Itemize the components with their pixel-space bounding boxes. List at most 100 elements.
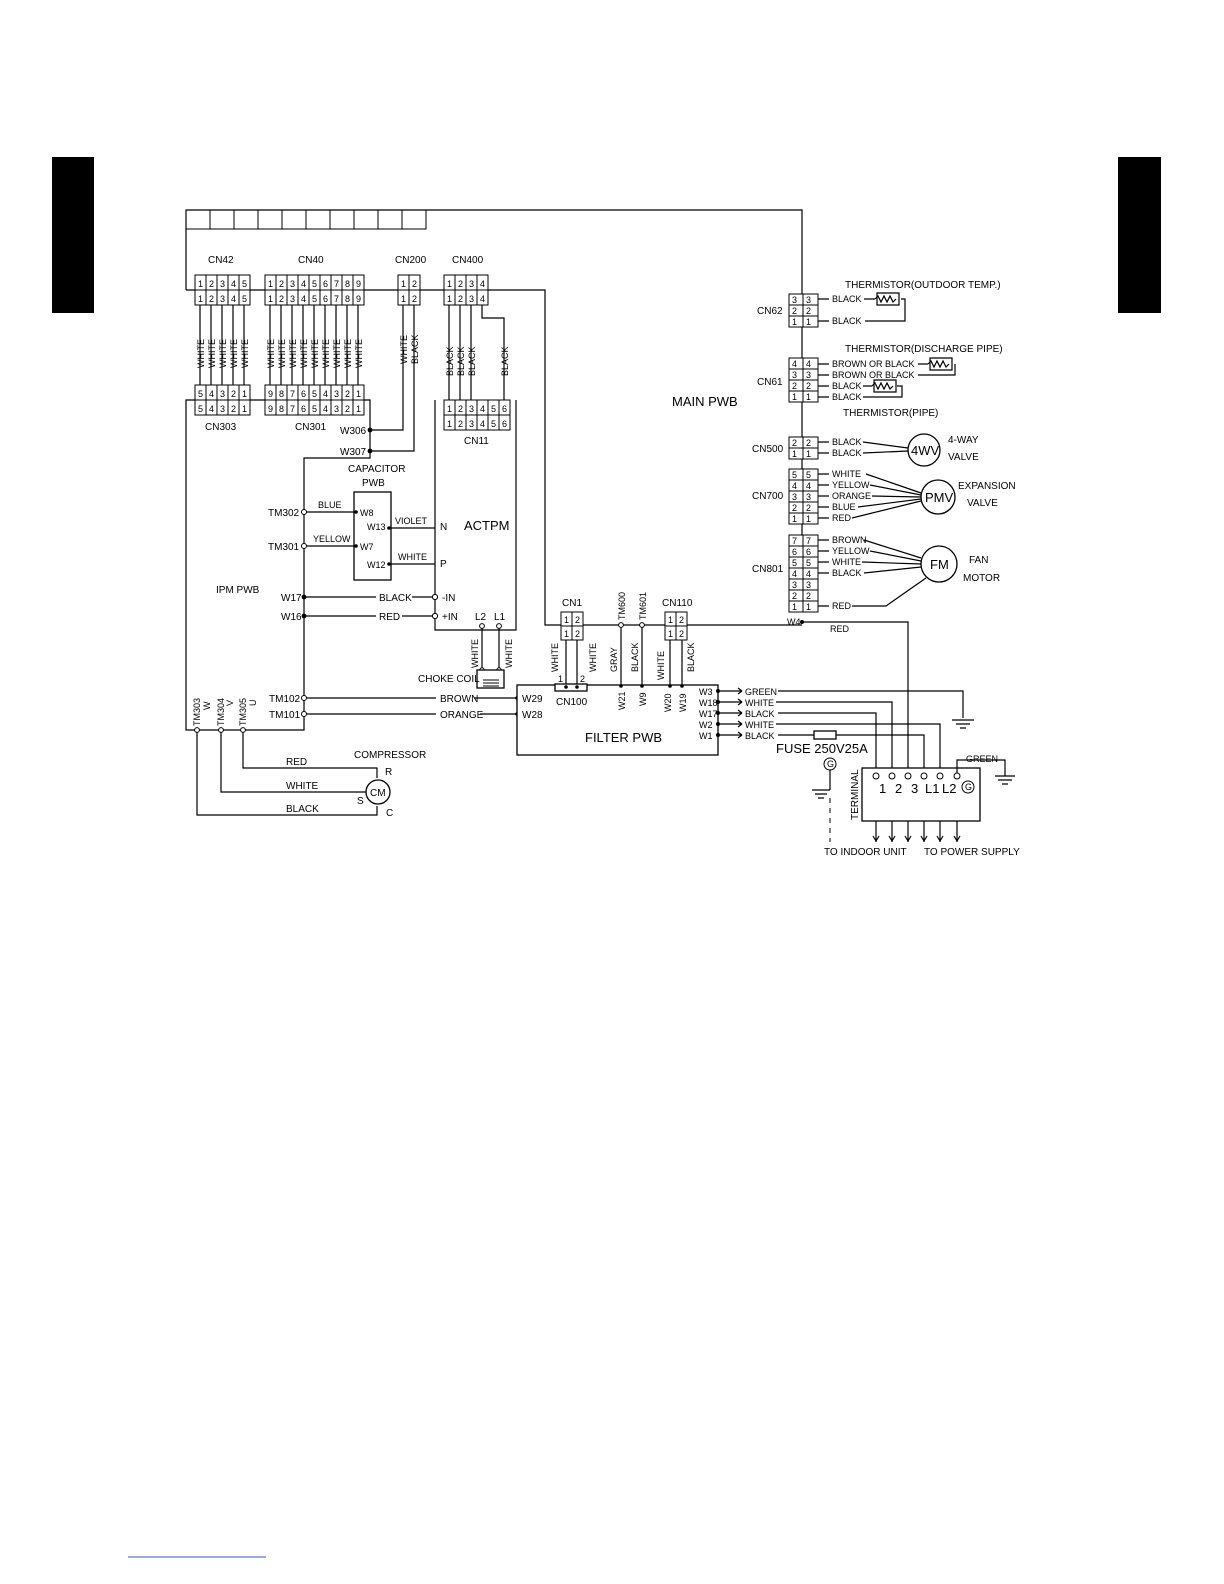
cn700-pin: 1 <box>792 514 797 524</box>
terminal-green-label: GREEN <box>966 754 998 764</box>
terminal-numbers: 1 2 3 L1 L2 <box>879 781 956 796</box>
cn62-pin: 3 <box>806 295 811 305</box>
w306-terminal <box>367 427 373 433</box>
cn40-pin: 2 <box>279 294 284 304</box>
cn301-pin: 2 <box>345 404 350 414</box>
cn11-pin: 3 <box>469 419 474 429</box>
cn1-wires <box>565 640 578 686</box>
black-wire-label: BLACK <box>379 593 412 604</box>
cn40-label: CN40 <box>298 255 324 266</box>
cn303-connector: 5 4 3 2 1 5 4 3 2 1 <box>194 384 251 416</box>
cn62-wires <box>818 298 906 322</box>
cn42-harness <box>199 305 245 385</box>
cn42-label: CN42 <box>208 255 234 266</box>
cn40-pin: 9 <box>356 279 361 289</box>
cn200-pin: 2 <box>412 294 417 304</box>
cn11-label: CN11 <box>464 436 489 447</box>
cn61-connector: 4 4 3 3 2 2 1 1 <box>788 357 819 403</box>
cn400-pin: 1 <box>447 294 452 304</box>
wire-label: WHITE <box>229 339 239 368</box>
compressor-cm: CM <box>370 788 386 799</box>
cn200-wire-black: BLACK <box>410 334 420 364</box>
yellow-wire-label: YELLOW <box>313 534 351 544</box>
cn62-connector: 3 3 2 2 1 1 <box>788 293 819 328</box>
tm305-phase: U <box>248 700 258 707</box>
cn301-pin: 4 <box>323 404 328 414</box>
wire-label: WHITE <box>196 339 206 368</box>
cn40-pin: 1 <box>268 279 273 289</box>
cn801-wire-black: BLACK <box>832 568 862 578</box>
cn301-pin: 8 <box>279 389 284 399</box>
in-pos-label: +IN <box>442 612 458 623</box>
compressor-c: C <box>386 808 393 819</box>
cn700-wire-white: WHITE <box>832 469 861 479</box>
cn801-label: CN801 <box>752 564 784 575</box>
cn40-pin: 2 <box>279 279 284 289</box>
cn801-wire-yellow: YELLOW <box>832 546 870 556</box>
cn801-pin: 2 <box>806 591 811 601</box>
actpm-label: ACTPM <box>464 518 510 533</box>
ground-lead <box>812 770 831 799</box>
cn400-wire-black: BLACK <box>500 346 510 376</box>
w8-label: W8 <box>360 508 374 518</box>
cn110-pin: 1 <box>668 615 673 625</box>
wire-label: WHITE <box>207 339 217 368</box>
w17f-label: W17 <box>699 709 718 719</box>
wire-label: WHITE <box>354 339 364 368</box>
tm101-terminal <box>301 711 307 717</box>
cn40-pin: 8 <box>345 279 350 289</box>
black-label: BLACK <box>745 709 775 719</box>
cn301-pin: 7 <box>290 404 295 414</box>
cn40-pin: 8 <box>345 294 350 304</box>
red-w4-label: RED <box>830 624 850 634</box>
w18-label: W18 <box>699 698 718 708</box>
cn400-pin: 4 <box>480 294 485 304</box>
cn110-pin: 2 <box>679 629 684 639</box>
white-label: WHITE <box>745 720 774 730</box>
cn1-pin: 2 <box>575 629 580 639</box>
cn62-pin: 2 <box>792 306 797 316</box>
cn200-pin: 1 <box>401 279 406 289</box>
fuse <box>813 730 837 740</box>
cn801-pin: 4 <box>792 569 797 579</box>
terminal-green-wire <box>956 759 1015 785</box>
cn61-pin: 3 <box>806 370 811 380</box>
cn801-pin: 7 <box>792 536 797 546</box>
cn801-pin: 4 <box>806 569 811 579</box>
cn61-pin: 2 <box>792 381 797 391</box>
cn301-pin: 9 <box>268 389 273 399</box>
cn61-wire-brown-or-black: BROWN OR BLACK <box>832 359 915 369</box>
choke-coil-label: CHOKE COIL <box>418 674 480 685</box>
tm301-terminal <box>301 543 307 549</box>
wire-label: WHITE <box>218 339 228 368</box>
comp-white-label: WHITE <box>286 781 319 792</box>
cn11-pin: 5 <box>491 419 496 429</box>
cn42-wire-labels: WHITE WHITE WHITE WHITE WHITE <box>196 339 250 368</box>
cn61-wire-black: BLACK <box>832 392 862 402</box>
in-neg-label: -IN <box>442 593 455 604</box>
main-pwb-label: MAIN PWB <box>672 394 738 409</box>
fan-motor-symbol: FM <box>930 557 949 572</box>
cn700-wire-blue: BLUE <box>832 502 856 512</box>
cn110-label: CN110 <box>662 598 693 609</box>
comp-black-label: BLACK <box>286 804 319 815</box>
cn42-pin: 1 <box>198 294 203 304</box>
cn1-connector: 1 2 1 2 <box>560 611 584 641</box>
cn303-pin: 1 <box>242 404 247 414</box>
cn801-pin: 7 <box>806 536 811 546</box>
wire-label: WHITE <box>299 339 309 368</box>
cn100-connector <box>554 683 588 692</box>
w7-label: W7 <box>360 542 374 552</box>
cn303-pin: 4 <box>209 389 214 399</box>
tm303-phase: W <box>202 701 212 710</box>
violet-wire-label: VIOLET <box>395 516 428 526</box>
cn42-pin: 4 <box>231 279 236 289</box>
cn62-label: CN62 <box>757 306 783 317</box>
cn40-pin: 3 <box>290 279 295 289</box>
w12-label: W12 <box>367 560 386 570</box>
cn303-pin: 2 <box>231 404 236 414</box>
cn700-wire-orange: ORANGE <box>832 491 871 501</box>
cn61-wire-black: BLACK <box>832 381 862 391</box>
cn62-wire-black: BLACK <box>832 294 862 304</box>
